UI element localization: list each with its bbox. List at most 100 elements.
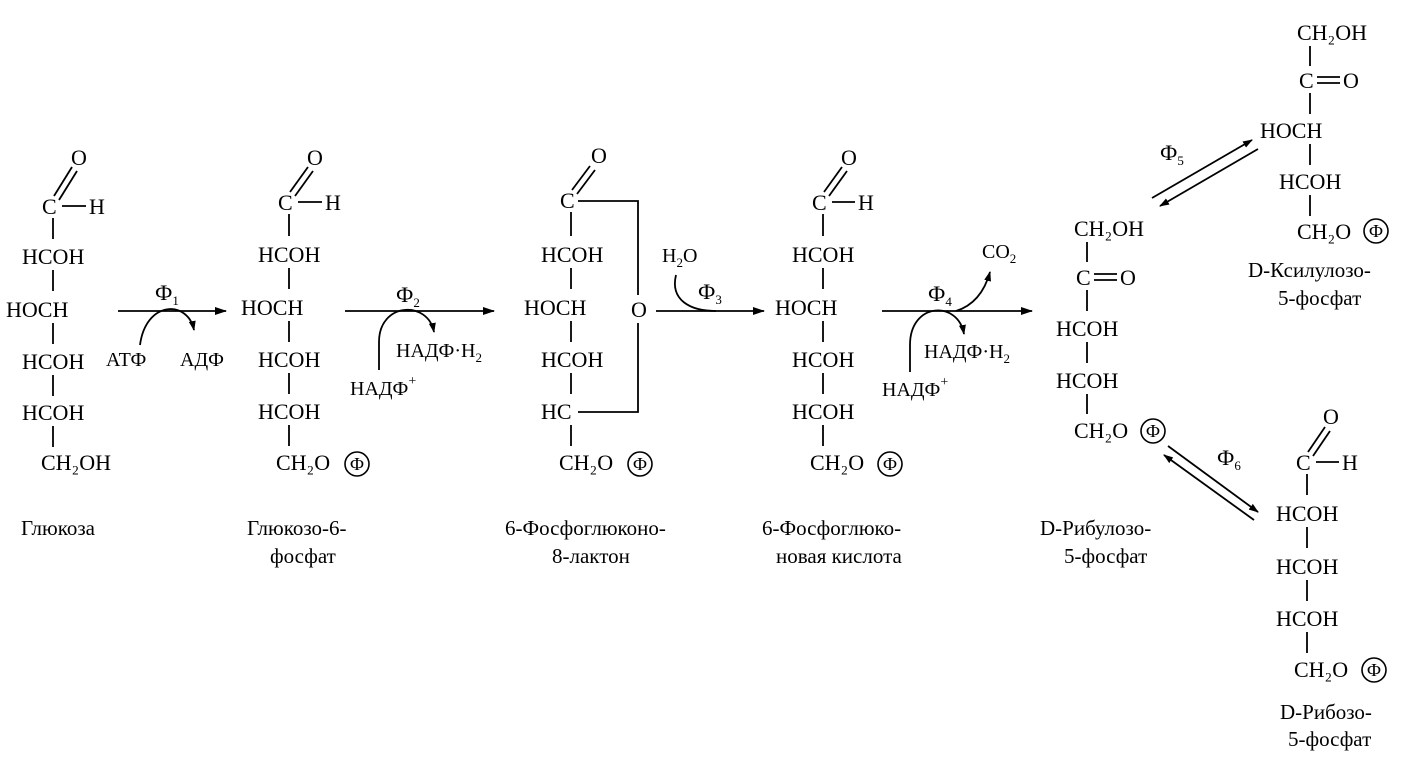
reaction-3-water-arc <box>674 274 717 312</box>
phosphate-icon: Ф <box>877 451 903 477</box>
svg-text:Ф: Ф <box>633 454 647 474</box>
molecule-xylulose-5-phosphate: CH₂OH C O HOCH HCOH CH₂O Ф D-Ксилулозо- … <box>1248 20 1389 310</box>
ribose-name-line-1: D-Рибозо- <box>1280 700 1372 724</box>
enzyme-5: Ф5 <box>1160 140 1184 168</box>
enzyme-3: Ф3 <box>698 279 722 307</box>
ribulose-c2: C <box>1076 265 1091 290</box>
ribulose-name-line-2: 5-фосфат <box>1064 544 1147 568</box>
co2-label: CO2 <box>982 241 1016 266</box>
gluconate-name-line-1: 6-Фосфоглюко- <box>762 516 901 540</box>
phosphate-icon: Ф <box>627 451 653 477</box>
reaction-4: Ф4 CO2 НАДФ·Н2 НАДФ+ <box>882 241 1033 401</box>
nadph-label: НАДФ·Н2 <box>924 341 1010 366</box>
aldehyde-oxygen: O <box>1323 404 1339 429</box>
water-label: Н2О <box>662 245 697 270</box>
ribulose-top-group: CH₂OH <box>1074 216 1144 241</box>
reaction-1-cofactor-arc <box>139 308 196 346</box>
svg-text:Ф: Ф <box>883 454 897 474</box>
gluconate-row-1: HCOH <box>792 242 854 267</box>
g6p-row-3: HCOH <box>258 347 320 372</box>
phosphate-icon: Ф <box>1140 418 1166 444</box>
aldehyde-oxygen: O <box>71 145 87 170</box>
aldehyde-oxygen: O <box>307 145 323 170</box>
enzyme-2: Ф2 <box>396 282 420 310</box>
nadp-label: НАДФ+ <box>350 374 416 400</box>
glucose-end-group: CH₂OH <box>41 450 111 475</box>
c1-carbon: C <box>560 188 575 213</box>
gluconate-name-line-2: новая кислота <box>776 544 903 568</box>
reaction-2: Ф2 НАДФ·Н2 НАДФ+ <box>345 282 495 400</box>
molecule-ribulose-5-phosphate: CH₂OH C O HCOH HCOH CH₂O Ф D-Рибулозо- 5… <box>1040 216 1166 568</box>
reaction-3: Н2О Ф3 <box>656 245 765 315</box>
ribose-row-1: HCOH <box>1276 501 1338 526</box>
aldehyde-hydrogen: H <box>325 190 341 215</box>
reaction-2-cofactor-arc <box>378 309 436 370</box>
reaction-6-forward-arrow <box>1167 445 1259 513</box>
aldehyde-hydrogen: H <box>89 194 105 219</box>
reaction-4-cofactor-arc <box>909 309 966 372</box>
lactone-row-1: HCOH <box>541 242 603 267</box>
molecule-6-phosphogluconate: O C H HCOH HOCH HCOH HCOH CH₂O Ф 6-Фосфо… <box>762 145 903 568</box>
c1-carbon: C <box>1296 450 1311 475</box>
reaction-6-reverse-arrow <box>1163 454 1255 521</box>
c1-carbon: C <box>812 190 827 215</box>
reaction-1: Ф1 АТФ АДФ <box>106 280 227 371</box>
lactone-name-line-1: 6-Фосфоглюконо- <box>505 516 666 540</box>
g6p-row-4: HCOH <box>258 399 320 424</box>
ribulose-name-line-1: D-Рибулозо- <box>1040 516 1151 540</box>
gluconate-end-group: CH₂O <box>810 450 864 475</box>
svg-text:Ф: Ф <box>1367 660 1381 680</box>
g6p-row-1: HCOH <box>258 242 320 267</box>
glucose-row-2: HOCH <box>6 297 68 322</box>
xylulose-ketone-oxygen: O <box>1343 68 1359 93</box>
xylulose-c2: C <box>1299 68 1314 93</box>
phosphate-icon: Ф <box>1363 218 1389 244</box>
lactone-end-group: CH₂O <box>559 450 613 475</box>
g6p-end-group: CH₂O <box>276 450 330 475</box>
ring-oxygen: O <box>631 297 647 322</box>
glucose-row-1: HCOH <box>22 244 84 269</box>
g6p-name-line-2: фосфат <box>270 544 336 568</box>
xylulose-top-group: CH₂OH <box>1297 20 1367 45</box>
xylulose-end-group: CH₂O <box>1297 219 1351 244</box>
ribose-row-2: HCOH <box>1276 554 1338 579</box>
lactone-row-4: HC <box>541 399 572 424</box>
svg-text:Ф: Ф <box>1369 221 1383 241</box>
svg-text:Ф: Ф <box>1146 421 1160 441</box>
ribulose-row-1: HCOH <box>1056 316 1118 341</box>
enzyme-1: Ф1 <box>155 280 179 308</box>
aldehyde-hydrogen: H <box>858 190 874 215</box>
adp-label: АДФ <box>180 349 224 371</box>
atp-label: АТФ <box>106 349 146 371</box>
ribose-row-3: HCOH <box>1276 606 1338 631</box>
molecule-glucose: O C H HCOH HOCH HCOH HCOH CH₂OH Глюкоза <box>6 145 111 540</box>
lactone-name-line-2: 8-лактон <box>552 544 630 568</box>
gluconate-row-4: HCOH <box>792 399 854 424</box>
reaction-5-reverse-arrow <box>1159 148 1259 207</box>
ribulose-ketone-oxygen: O <box>1120 265 1136 290</box>
c1-carbon: C <box>278 190 293 215</box>
xylulose-row-1: HOCH <box>1260 118 1322 143</box>
reaction-5-forward-arrow <box>1151 139 1253 199</box>
nadp-label: НАДФ+ <box>882 375 948 401</box>
ribulose-row-2: HCOH <box>1056 368 1118 393</box>
g6p-row-2: HOCH <box>241 295 303 320</box>
gluconate-row-3: HCOH <box>792 347 854 372</box>
phosphate-icon: Ф <box>344 451 370 477</box>
xylulose-row-2: HCOH <box>1279 169 1341 194</box>
lactone-row-2: HOCH <box>524 295 586 320</box>
ribose-name-line-2: 5-фосфат <box>1288 727 1371 751</box>
lactone-ring-bond-bottom <box>578 323 639 413</box>
reaction-6: Ф6 <box>1163 445 1259 521</box>
lactone-ring-bond-top <box>578 200 639 295</box>
svg-text:Ф: Ф <box>350 454 364 474</box>
xylulose-name-line-2: 5-фосфат <box>1278 286 1361 310</box>
enzyme-6: Ф6 <box>1217 445 1241 473</box>
enzyme-4: Ф4 <box>928 281 952 309</box>
glucose-row-3: HCOH <box>22 349 84 374</box>
molecule-6-phosphogluconolactone: O C O HCOH HOCH HCOH HC CH₂O Ф 6-Фосфогл… <box>505 143 666 568</box>
glucose-name: Глюкоза <box>21 516 96 540</box>
carbonyl-oxygen: O <box>591 143 607 168</box>
